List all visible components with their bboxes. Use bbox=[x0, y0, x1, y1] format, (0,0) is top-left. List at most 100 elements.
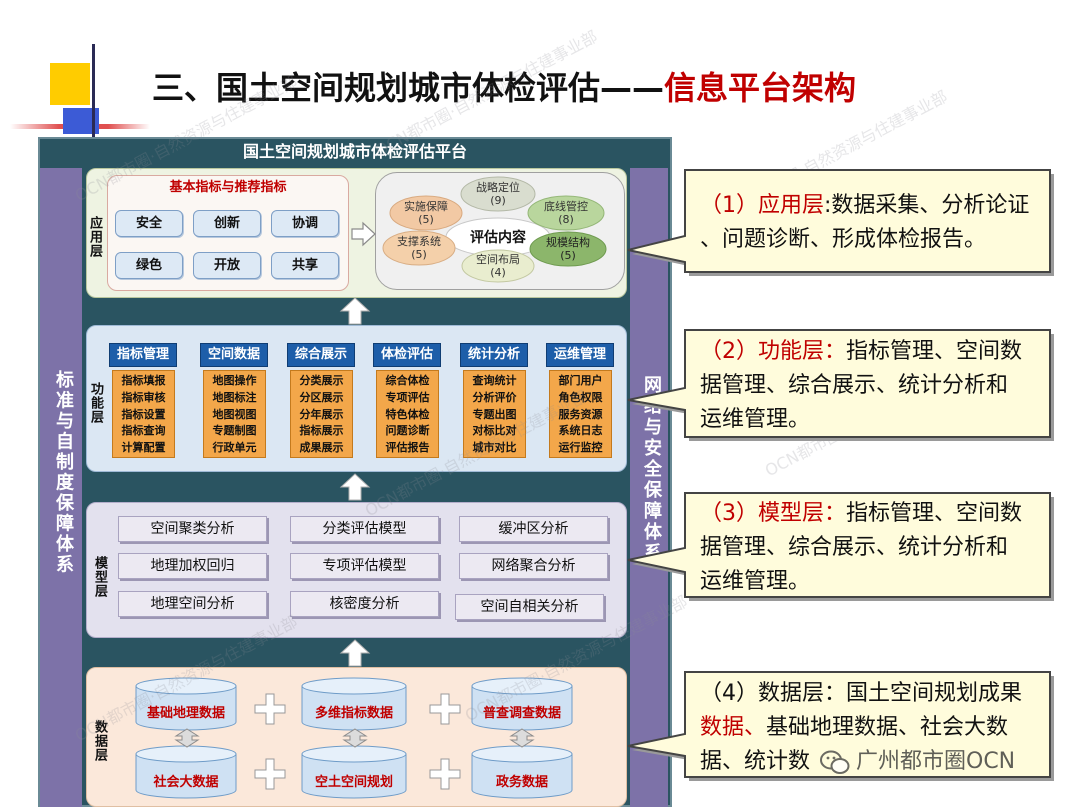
database-cylinder bbox=[301, 677, 407, 731]
model-network-aggregation: 网络聚合分析 bbox=[459, 553, 608, 579]
indicator-panel-title: 基本指标与推荐指标 bbox=[169, 180, 287, 195]
callout-4-line-3: 据、统计数 bbox=[700, 749, 811, 774]
function-module-body: 指标填报 指标审核 指标设置 指标查询 计算配置 bbox=[112, 370, 175, 458]
function-item: 地图操作 bbox=[212, 374, 257, 387]
callout-1-line-2: 、问题诊断、形成体检报告。 bbox=[700, 227, 987, 252]
database-cylinder bbox=[301, 745, 407, 799]
function-item: 指标审核 bbox=[121, 390, 166, 404]
data-source-label: 政务数据 bbox=[496, 774, 548, 790]
eval-name: 实施保障 bbox=[404, 199, 448, 213]
slide-title-highlight: 信息平台架构 bbox=[664, 69, 857, 107]
eval-ellipse-scale-structure bbox=[529, 231, 607, 267]
model-spatial-autocorrelation: 空间自相关分析 bbox=[455, 594, 604, 620]
function-item: 成果展示 bbox=[299, 441, 344, 455]
plus-icon bbox=[429, 758, 461, 790]
function-item: 分年展示 bbox=[299, 407, 344, 421]
plus-icon bbox=[429, 693, 461, 725]
model-layer-label: 模型层 bbox=[92, 556, 107, 598]
database-cylinder bbox=[471, 745, 573, 799]
function-item: 指标查询 bbox=[121, 424, 166, 438]
function-item: 专项评估 bbox=[385, 390, 430, 404]
vertical-rule-decoration bbox=[92, 44, 95, 142]
up-down-arrow-icon bbox=[174, 728, 200, 748]
function-item: 系统日志 bbox=[558, 424, 603, 438]
function-module-body: 综合体检 专项评估 特色体检 问题诊断 评估报告 bbox=[376, 370, 439, 458]
function-module-title: 指标管理 bbox=[109, 343, 177, 367]
model-gwr: 地理加权回归 bbox=[118, 553, 267, 579]
model-kernel-density: 核密度分析 bbox=[290, 591, 439, 617]
up-arrow-icon bbox=[339, 297, 371, 325]
function-item: 问题诊断 bbox=[385, 424, 430, 438]
database-cylinder bbox=[135, 677, 237, 731]
callout-1-line-1: （1）应用层:数据采集、分析论证 bbox=[700, 192, 1029, 220]
callout-3-line-1: （3）模型层：指标管理、空间数 bbox=[700, 500, 1022, 528]
plus-icon bbox=[254, 758, 286, 790]
function-item: 服务资源 bbox=[558, 407, 603, 421]
function-item: 综合体检 bbox=[385, 374, 430, 387]
callout-model bbox=[627, 492, 1054, 601]
function-item: 部门用户 bbox=[558, 374, 603, 387]
eval-count: (5) bbox=[418, 213, 434, 226]
up-arrow-icon bbox=[339, 639, 371, 667]
function-item: 评估报告 bbox=[385, 441, 430, 455]
callout-text: :数据采集、分析论证 bbox=[824, 193, 1030, 218]
data-layer-label: 数据层 bbox=[92, 720, 107, 762]
database-cylinder bbox=[471, 677, 573, 731]
indicator-safety: 安全 bbox=[115, 210, 183, 237]
function-item: 对标比对 bbox=[472, 424, 517, 438]
eval-ellipse-bottom-line bbox=[527, 195, 605, 231]
callout-heading: （3）模型层： bbox=[700, 501, 846, 526]
function-item: 指标展示 bbox=[299, 424, 344, 438]
slide-title: 三、国土空间规划城市体检评估——信息平台架构 bbox=[152, 68, 856, 108]
function-item: 城市对比 bbox=[472, 441, 517, 455]
function-layer-label: 功能层 bbox=[88, 382, 103, 424]
wechat-icon bbox=[820, 750, 850, 774]
evaluation-center-label: 评估内容 bbox=[470, 229, 526, 246]
right-support-label: 网络与安全保障体系 bbox=[641, 375, 662, 564]
data-source-label: 基础地理数据 bbox=[146, 705, 225, 721]
eval-name: 空间布局 bbox=[476, 252, 520, 266]
data-source-label: 空土空间规划 bbox=[315, 774, 393, 790]
model-classification-eval: 分类评估模型 bbox=[290, 516, 439, 542]
left-support-bar bbox=[40, 168, 82, 807]
callout-2-line-1: （2）功能层：指标管理、空间数 bbox=[700, 338, 1022, 366]
eval-ellipse-support-system bbox=[382, 230, 456, 266]
right-support-bar bbox=[630, 168, 668, 807]
callout-heading: （2）功能层： bbox=[700, 339, 846, 364]
model-spatial-clustering: 空间聚类分析 bbox=[118, 516, 267, 542]
up-down-arrow-icon bbox=[342, 728, 368, 748]
eval-ellipse-spatial-layout bbox=[461, 249, 535, 283]
function-module-body: 地图操作 地图标注 地图视图 专题制图 行政单元 bbox=[203, 370, 266, 458]
function-module-body: 部门用户 角色权限 服务资源 系统日志 运行监控 bbox=[549, 370, 612, 458]
eval-ellipse-strategy bbox=[460, 176, 536, 212]
function-item: 分区展示 bbox=[299, 390, 344, 404]
function-item: 运行监控 bbox=[558, 441, 603, 455]
eval-count: (5) bbox=[411, 248, 427, 261]
callout-text: 基础地理数据、社会大数 bbox=[766, 715, 1009, 740]
callout-2-line-2: 据管理、综合展示、统计分析和 bbox=[700, 373, 1009, 398]
function-item: 计算配置 bbox=[121, 441, 166, 455]
footer-watermark-text: 广州都市圈OCN bbox=[856, 749, 1016, 774]
data-source-label: 普查调查数据 bbox=[483, 705, 561, 721]
callout-heading: （1）应用层 bbox=[700, 193, 824, 218]
callout-function bbox=[627, 329, 1054, 441]
callout-heading: 数据、 bbox=[700, 715, 767, 740]
indicator-coordination: 协调 bbox=[271, 210, 339, 237]
eval-name: 支撑系统 bbox=[397, 234, 441, 248]
function-module-body: 分类展示 分区展示 分年展示 指标展示 成果展示 bbox=[290, 370, 353, 458]
callout-4-line-2: 数据、基础地理数据、社会大数 bbox=[700, 714, 1008, 742]
eval-count: (5) bbox=[560, 249, 576, 262]
function-module-title: 运维管理 bbox=[546, 343, 614, 367]
eval-ellipse-implementation bbox=[389, 195, 463, 231]
callout-data bbox=[627, 671, 1054, 781]
left-support-label: 标准与自制度保障体系 bbox=[53, 370, 74, 575]
slide-title-main: 三、国土空间规划城市体检评估—— bbox=[152, 69, 665, 107]
function-module-title: 综合展示 bbox=[287, 343, 355, 367]
database-cylinder bbox=[135, 745, 237, 799]
indicator-green: 绿色 bbox=[115, 252, 183, 279]
function-item: 专题出图 bbox=[472, 407, 517, 421]
eval-name: 战略定位 bbox=[476, 180, 520, 194]
